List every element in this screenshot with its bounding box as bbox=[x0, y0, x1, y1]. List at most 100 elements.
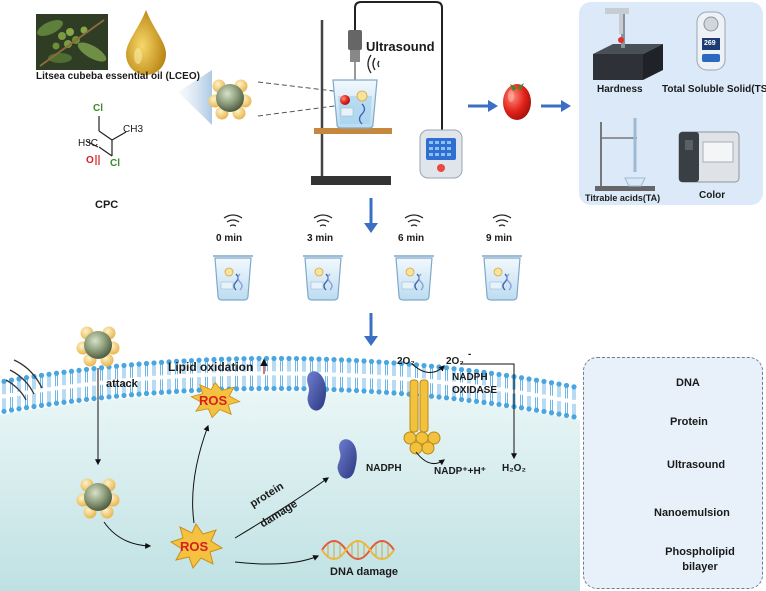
lipid-inner bbox=[383, 379, 390, 396]
lipid-inner bbox=[503, 392, 510, 409]
lipid-outer bbox=[495, 371, 503, 388]
nanoemulsion-droplet-large bbox=[208, 79, 252, 120]
dashed-guide-line bbox=[257, 104, 343, 117]
lipid-inner bbox=[338, 376, 345, 393]
lipid-outer bbox=[323, 356, 330, 373]
colorimeter-icon bbox=[678, 131, 740, 183]
lipid-outer bbox=[53, 370, 60, 387]
lipid-inner bbox=[143, 380, 150, 397]
tss-label: Total Soluble Solid(TSS) bbox=[662, 84, 766, 95]
lipid-outer bbox=[121, 362, 127, 379]
lipid-outer bbox=[563, 382, 570, 399]
lipid-outer bbox=[330, 356, 338, 373]
lipid-outer bbox=[1, 378, 7, 395]
lipid-inner bbox=[526, 395, 532, 412]
lipid-outer bbox=[360, 357, 368, 375]
lipid-outer bbox=[83, 366, 90, 383]
lipid-inner bbox=[495, 391, 503, 408]
dashed-guide-line bbox=[257, 81, 343, 93]
lipid-outer bbox=[368, 358, 375, 375]
legend-ultrasound-label: Ultrasound bbox=[667, 459, 726, 471]
lipid-outer bbox=[150, 359, 158, 377]
lipid-outer bbox=[278, 355, 285, 372]
lipid-inner bbox=[30, 393, 37, 410]
lipid-inner bbox=[180, 377, 188, 394]
lipid-inner bbox=[61, 388, 67, 406]
texture-analyzer-icon bbox=[593, 8, 663, 80]
lipid-outer bbox=[300, 355, 308, 373]
legend-panel bbox=[583, 357, 763, 589]
nadph-label: NADPH bbox=[366, 463, 402, 474]
lipid-inner bbox=[270, 375, 278, 392]
lipid-inner bbox=[263, 375, 270, 392]
legend-dna-label: DNA bbox=[676, 377, 700, 389]
lipid-inner bbox=[248, 375, 255, 392]
essential-oil-drop bbox=[126, 10, 166, 75]
lipid-outer bbox=[443, 364, 450, 382]
lipid-inner bbox=[91, 385, 97, 402]
lipid-inner bbox=[188, 377, 195, 394]
damaged-protein bbox=[337, 439, 357, 479]
refractometer-icon bbox=[696, 11, 726, 71]
lipid-outer bbox=[353, 357, 360, 374]
wave-icon bbox=[223, 214, 243, 227]
lipid-outer bbox=[345, 357, 353, 374]
o2-charge-label: - bbox=[468, 349, 472, 360]
lipid-outer bbox=[255, 355, 263, 372]
lipid-inner bbox=[398, 380, 405, 397]
lipid-outer bbox=[76, 367, 82, 384]
lipid-inner bbox=[353, 377, 360, 394]
lipid-outer bbox=[270, 355, 278, 372]
lipid-outer bbox=[308, 355, 315, 373]
lipid-inner bbox=[556, 400, 562, 418]
beaker-0min bbox=[212, 255, 254, 301]
lipid-outer bbox=[383, 359, 390, 376]
lipid-inner bbox=[518, 394, 525, 411]
beam-shape bbox=[178, 70, 212, 125]
lipid-outer bbox=[548, 379, 555, 397]
lipid-inner bbox=[165, 378, 173, 395]
lipid-outer bbox=[375, 358, 383, 376]
lipid-inner bbox=[83, 386, 90, 403]
nadph-oxidase-label-2: OXIDASE bbox=[452, 385, 498, 396]
tomato bbox=[503, 83, 531, 120]
lipid-outer bbox=[128, 361, 135, 379]
o2-in-label: 2O₂ bbox=[397, 356, 415, 367]
lipid-inner bbox=[345, 376, 353, 394]
nanoemulsion-attack bbox=[76, 326, 120, 367]
lipid-inner bbox=[435, 383, 443, 401]
timepoint-6: 6 min bbox=[398, 233, 425, 244]
hardness-label: Hardness bbox=[597, 84, 643, 95]
lipid-inner bbox=[278, 375, 285, 392]
lipid-inner bbox=[173, 377, 180, 395]
lipid-inner bbox=[240, 375, 248, 392]
attack-label: attack bbox=[106, 378, 138, 390]
lipid-inner bbox=[293, 375, 300, 392]
lipid-inner bbox=[233, 375, 240, 392]
lipid-inner bbox=[285, 375, 293, 392]
evaluation-icons bbox=[593, 8, 740, 191]
arrow-to-panel bbox=[561, 100, 571, 112]
ros-bottom-label: ROS bbox=[180, 539, 209, 554]
wave-icon bbox=[404, 214, 424, 227]
o2-out-label: 2O₂ bbox=[446, 356, 464, 367]
lipid-inner bbox=[300, 375, 308, 392]
lipid-inner bbox=[8, 396, 15, 414]
nadp-label: NADP⁺+H⁺ bbox=[434, 466, 486, 477]
ta-label: Titrable acids(TA) bbox=[585, 193, 661, 203]
lipid-outer bbox=[338, 356, 345, 374]
lipid-outer bbox=[98, 364, 105, 382]
lipid-inner bbox=[76, 386, 82, 404]
legend-phospholipid-label-1: Phospholipid bbox=[665, 546, 735, 558]
cpc-atom-cl-bottom: Cl bbox=[110, 158, 120, 169]
lipid-outer bbox=[571, 383, 577, 401]
refractometer-reading: 269 bbox=[704, 40, 716, 47]
dna-damage-label: DNA damage bbox=[330, 566, 399, 578]
titration-stand-icon bbox=[595, 118, 655, 191]
beaker-9min bbox=[481, 255, 523, 301]
lipid-inner bbox=[428, 382, 435, 400]
lipid-inner bbox=[533, 396, 540, 414]
ros-top-label: ROS bbox=[199, 393, 228, 408]
ultrasound-label: Ultrasound bbox=[366, 39, 435, 54]
lipid-inner bbox=[38, 391, 45, 409]
